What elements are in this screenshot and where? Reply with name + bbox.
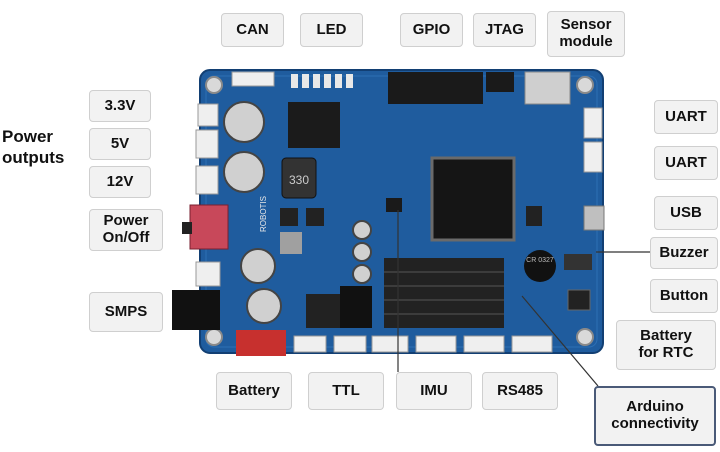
label-power-onoff: Power On/Off [89, 209, 163, 251]
imu-chip [386, 198, 402, 212]
label-sensor-module: Sensor module [547, 11, 625, 57]
label-12v: 12V [89, 166, 151, 198]
label-smps: SMPS [89, 292, 163, 332]
svg-text:CR 0327: CR 0327 [526, 257, 554, 264]
uart-connector-1 [583, 107, 603, 139]
label-jtag: JTAG [473, 13, 536, 47]
label-battery: Battery [216, 372, 292, 410]
arduino-header [384, 258, 504, 328]
label-led: LED [300, 13, 363, 47]
label-arduino-connectivity: Arduino connectivity [594, 386, 716, 446]
uart-connector-2 [583, 141, 603, 173]
mcu-chip [430, 156, 516, 242]
output-3v3-connector [197, 103, 219, 127]
brand-label: ROBOTIS [259, 196, 268, 232]
label-uart-2: UART [654, 146, 718, 180]
leader-lines [397, 210, 654, 387]
label-can: CAN [221, 13, 284, 47]
label-gpio: GPIO [400, 13, 463, 47]
buzzer [564, 254, 592, 270]
label-usb: USB [654, 196, 718, 230]
label-ttl: TTL [308, 372, 384, 410]
output-12v-connector [195, 165, 219, 195]
led-array [291, 74, 353, 88]
smps-connector [195, 261, 221, 287]
label-rs485: RS485 [482, 372, 558, 410]
label-uart-1: UART [654, 100, 718, 134]
can-connector [231, 71, 275, 87]
sensor-header [524, 71, 571, 105]
label-3v3: 3.3V [89, 90, 151, 122]
dc-jack [172, 290, 220, 330]
gpio-header [388, 72, 483, 104]
usb-port [583, 205, 605, 231]
label-battery-rtc: Battery for RTC [616, 320, 716, 370]
label-5v: 5V [89, 128, 151, 160]
inductor-label: 330 [289, 173, 309, 187]
label-button: Button [650, 279, 718, 313]
mounting-holes [205, 76, 594, 346]
jtag-header [486, 72, 514, 92]
bottom-connectors [293, 335, 553, 353]
rtc-battery [524, 250, 556, 282]
push-button [567, 289, 591, 311]
capacitors [223, 101, 372, 324]
output-5v-connector [195, 129, 219, 159]
power-switch [189, 204, 229, 250]
power-outputs-title: Power outputs [2, 127, 65, 168]
battery-connector [236, 330, 286, 356]
label-imu: IMU [396, 372, 472, 410]
label-buzzer: Buzzer [650, 237, 718, 269]
